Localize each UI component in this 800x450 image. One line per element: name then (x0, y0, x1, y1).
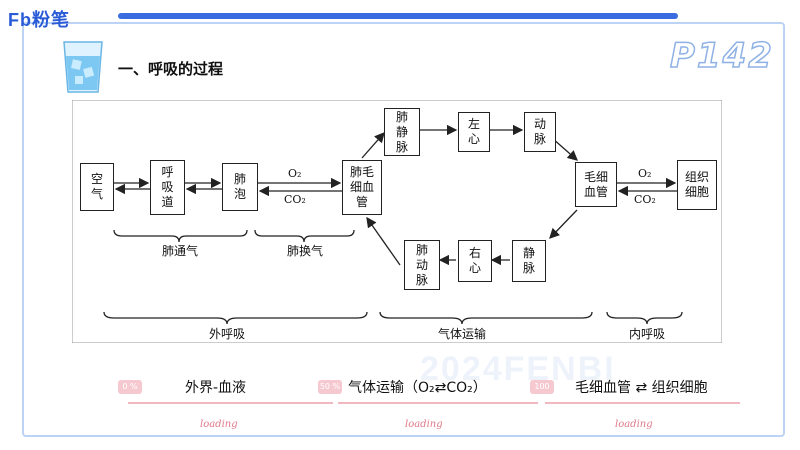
diagram-connectors (72, 100, 722, 343)
kp-progress-line-3 (545, 402, 740, 404)
label-co2-left: CO₂ (284, 193, 306, 206)
watermark: 2024FENBI (420, 350, 616, 388)
respiration-diagram: 空 气 呼 吸 道 肺 泡 肺毛 细血 管 肺 静 脉 左 心 动 脉 毛细 血… (72, 100, 722, 343)
label-o2-left: O₂ (288, 167, 302, 180)
kp-progress-line-2 (338, 402, 538, 404)
box-artery: 动 脉 (524, 112, 556, 152)
box-air: 空 气 (80, 163, 114, 211)
box-vein: 静 脉 (512, 240, 546, 282)
kp-status-3: loading (615, 419, 653, 430)
content-frame (22, 22, 785, 437)
label-o2-right: O₂ (638, 167, 652, 180)
box-alveoli: 肺 泡 (222, 163, 258, 211)
fenbi-logo: Fb粉笔 (8, 10, 70, 30)
box-tissue-cell: 组织 细胞 (677, 160, 717, 210)
kp-status-1: loading (200, 419, 238, 430)
header-bar (118, 13, 678, 19)
box-lung-capillary: 肺毛 细血 管 (342, 160, 382, 215)
kp-progress-badge-1: 0 % (118, 380, 142, 394)
brace-label-external: 外呼吸 (208, 327, 245, 341)
section-title: 一、呼吸的过程 (118, 60, 224, 78)
brace-label-gas-exchange: 肺换气 (286, 244, 323, 258)
brace-label-lung-ventilation: 肺通气 (161, 244, 198, 258)
kp-label-1[interactable]: 外界-血液 (185, 380, 247, 396)
brace-label-internal: 内呼吸 (628, 327, 665, 341)
box-airway: 呼 吸 道 (150, 160, 185, 215)
kp-label-2[interactable]: 气体运输（O₂⇄CO₂） (348, 380, 487, 396)
box-pulmonary-artery: 肺 动 脉 (404, 240, 440, 290)
box-left-atrium: 左 心 (458, 112, 490, 152)
page-number: P142 (669, 35, 774, 77)
box-right-atrium: 右 心 (458, 240, 492, 282)
label-co2-right: CO₂ (634, 193, 656, 206)
kp-label-3[interactable]: 毛细血管 ⇄ 组织细胞 (575, 380, 708, 396)
box-pulmonary-vein: 肺 静 脉 (384, 108, 420, 156)
kp-progress-badge-2: 50 % (318, 380, 342, 394)
brace-label-transport: 气体运输 (437, 327, 486, 341)
box-tissue-capillary: 毛细 血管 (575, 162, 617, 207)
water-glass-icon (63, 41, 103, 93)
kp-status-2: loading (405, 419, 443, 430)
kp-progress-badge-3: 100 % (530, 380, 554, 405)
kp-progress-line-1 (128, 402, 333, 404)
